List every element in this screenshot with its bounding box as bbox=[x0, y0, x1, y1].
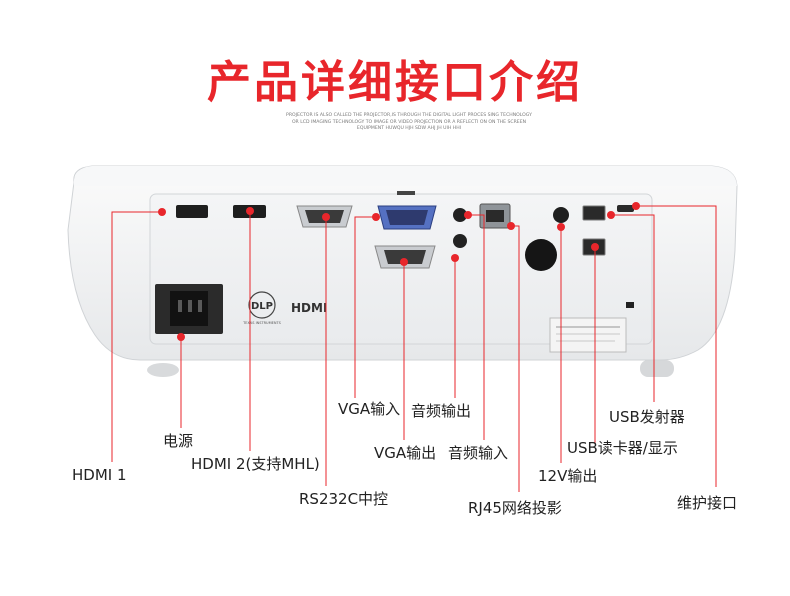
label-usb-tx: USB发射器 bbox=[609, 408, 685, 426]
dc12v-jack[interactable] bbox=[553, 207, 569, 223]
mini-din-port bbox=[525, 239, 557, 271]
dlp-sub: TEXAS INSTRUMENTS bbox=[242, 321, 281, 325]
callout-dc12v bbox=[557, 223, 565, 463]
label-vga-out: VGA输出 bbox=[374, 444, 437, 462]
audio-out-jack[interactable] bbox=[453, 234, 467, 248]
label-usb-reader: USB读卡器/显示 bbox=[567, 439, 678, 457]
label-hdmi2: HDMI 2(支持MHL) bbox=[191, 455, 320, 473]
right-foot bbox=[640, 360, 674, 377]
hdmi1-port[interactable] bbox=[176, 205, 208, 218]
service-port[interactable] bbox=[617, 205, 634, 212]
callout-audio-in bbox=[464, 211, 485, 440]
label-audio-in: 音频输入 bbox=[448, 444, 509, 462]
callout-vga-out bbox=[400, 258, 408, 440]
audio-in-jack[interactable] bbox=[453, 208, 467, 222]
callout-power bbox=[177, 333, 185, 428]
usb-tx-port[interactable] bbox=[582, 205, 606, 221]
dlp-logo-ring bbox=[248, 291, 276, 319]
callout-hdmi2 bbox=[246, 207, 254, 451]
callout-audio-out bbox=[451, 254, 459, 398]
panel-slot bbox=[397, 191, 415, 195]
label-hdmi1: HDMI 1 bbox=[72, 466, 127, 484]
left-foot bbox=[147, 363, 179, 377]
callout-rj45 bbox=[507, 222, 520, 492]
label-rj45: RJ45网络投影 bbox=[468, 499, 562, 517]
kensington-slot bbox=[626, 302, 634, 308]
model-label-sticker bbox=[549, 317, 627, 353]
label-power: 电源 bbox=[163, 432, 194, 450]
callout-hdmi1 bbox=[111, 208, 166, 462]
callout-usb-tx bbox=[607, 211, 655, 402]
callout-service bbox=[632, 202, 717, 487]
label-service: 维护接口 bbox=[677, 494, 738, 512]
label-audio-out: 音频输出 bbox=[411, 402, 472, 420]
hdmi-logo: HDMI bbox=[291, 301, 327, 315]
callout-rs232 bbox=[322, 213, 330, 486]
page-title: 产品详细接口介绍 bbox=[207, 57, 583, 108]
callout-usb-reader bbox=[591, 243, 599, 444]
dlp-logo: DLP bbox=[251, 301, 273, 312]
label-vga-in: VGA输入 bbox=[338, 400, 401, 418]
page-subtitle: PROJECTOR IS ALSO CALLED THE PROJECTOR,I… bbox=[286, 113, 532, 131]
label-rs232: RS232C中控 bbox=[299, 490, 389, 508]
label-dc12v: 12V输出 bbox=[538, 467, 598, 485]
callout-vga-in bbox=[354, 213, 380, 398]
